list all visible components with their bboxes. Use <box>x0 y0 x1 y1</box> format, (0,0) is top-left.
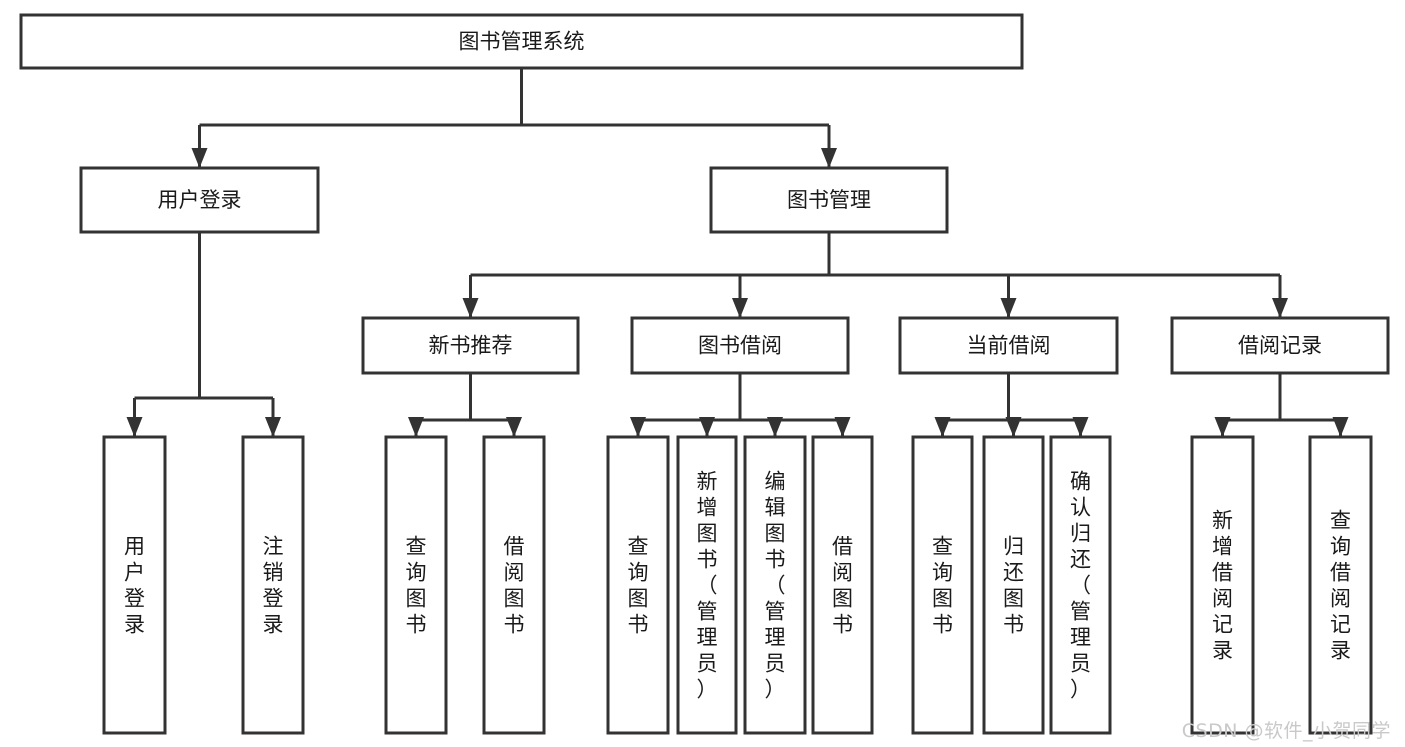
diagram-nodes: 图书管理系统用户登录图书管理新书推荐图书借阅当前借阅借阅记录用户登录注销登录查询… <box>19 13 1390 735</box>
node-leaf-add-record-label: 新增借阅记录 <box>1212 508 1233 662</box>
node-leaf-query-book-3-label: 查询图书 <box>932 534 953 636</box>
node-new-book-rec[interactable]: 新书推荐 <box>361 316 580 375</box>
node-borrow-record[interactable]: 借阅记录 <box>1170 316 1390 375</box>
connector-edges <box>126 68 1349 437</box>
node-leaf-add-book-box[interactable] <box>676 435 738 735</box>
arrow-head-icon <box>1005 417 1022 437</box>
node-leaf-user-login[interactable]: 用户登录 <box>102 435 167 735</box>
arrow-head-icon <box>834 417 851 437</box>
node-new-book-rec-box[interactable] <box>361 316 580 375</box>
arrow-head-icon <box>630 417 646 437</box>
node-leaf-borrow-book-1-label: 借阅图书 <box>504 534 525 636</box>
node-leaf-query-book-1-box[interactable] <box>384 435 448 735</box>
node-leaf-user-login-box[interactable] <box>102 435 167 735</box>
node-leaf-borrow-book-1-box[interactable] <box>482 435 546 735</box>
node-new-book-rec-label: 新书推荐 <box>429 334 513 358</box>
node-leaf-confirm-return[interactable]: 确认归还（管理员） <box>1049 435 1112 735</box>
node-leaf-query-book-3[interactable]: 查询图书 <box>911 435 974 735</box>
node-book-manage-label: 图书管理 <box>787 188 871 212</box>
node-leaf-logout-label: 注销登录 <box>263 534 284 636</box>
arrow-head-icon <box>506 417 522 437</box>
node-leaf-borrow-book-2[interactable]: 借阅图书 <box>811 435 874 735</box>
arrow-head-icon <box>191 148 208 168</box>
node-user-login-label: 用户登录 <box>158 188 242 212</box>
node-leaf-add-record[interactable]: 新增借阅记录 <box>1190 435 1255 735</box>
arrow-head-icon <box>126 417 143 437</box>
node-current-borrow-box[interactable] <box>898 316 1119 375</box>
node-leaf-confirm-return-box[interactable] <box>1049 435 1112 735</box>
node-book-manage-box[interactable] <box>709 166 949 234</box>
node-leaf-borrow-book-1[interactable]: 借阅图书 <box>482 435 546 735</box>
node-leaf-add-record-box[interactable] <box>1190 435 1255 735</box>
node-leaf-query-record[interactable]: 查询借阅记录 <box>1308 435 1373 735</box>
node-current-borrow[interactable]: 当前借阅 <box>898 316 1119 375</box>
node-leaf-return-book[interactable]: 归还图书 <box>982 435 1045 735</box>
node-leaf-query-book-2-label: 查询图书 <box>628 534 649 636</box>
node-book-borrow[interactable]: 图书借阅 <box>630 316 850 375</box>
arrow-head-icon <box>462 298 479 318</box>
node-leaf-edit-book[interactable]: 编辑图书（管理员） <box>743 435 807 735</box>
node-leaf-query-book-1-label: 查询图书 <box>406 534 427 636</box>
node-leaf-query-book-3-box[interactable] <box>911 435 974 735</box>
arrow-head-icon <box>1272 298 1288 318</box>
node-root[interactable]: 图书管理系统 <box>19 13 1024 70</box>
node-leaf-query-record-box[interactable] <box>1308 435 1373 735</box>
arrow-head-icon <box>767 417 783 437</box>
arrow-head-icon <box>408 417 424 437</box>
arrow-head-icon <box>1214 417 1231 437</box>
node-leaf-borrow-book-2-box[interactable] <box>811 435 874 735</box>
node-leaf-query-book-2-box[interactable] <box>606 435 670 735</box>
node-borrow-record-label: 借阅记录 <box>1238 334 1322 358</box>
node-book-borrow-box[interactable] <box>630 316 850 375</box>
node-leaf-logout-box[interactable] <box>241 435 305 735</box>
node-leaf-add-book-label: 新增图书（管理员） <box>697 469 718 701</box>
node-user-login[interactable]: 用户登录 <box>79 166 320 234</box>
arrow-head-icon <box>821 148 837 168</box>
node-root-label: 图书管理系统 <box>459 30 585 54</box>
watermark-text: CSDN @软件_小贺同学 <box>1181 720 1391 742</box>
node-user-login-box[interactable] <box>79 166 320 234</box>
node-book-manage[interactable]: 图书管理 <box>709 166 949 234</box>
node-leaf-user-login-label: 用户登录 <box>124 534 145 636</box>
node-root-box[interactable] <box>19 13 1024 70</box>
arrow-head-icon <box>699 417 715 437</box>
node-leaf-borrow-book-2-label: 借阅图书 <box>832 534 853 636</box>
arrow-head-icon <box>934 417 951 437</box>
node-leaf-logout[interactable]: 注销登录 <box>241 435 305 735</box>
node-leaf-query-book-1[interactable]: 查询图书 <box>384 435 448 735</box>
node-leaf-edit-book-box[interactable] <box>743 435 807 735</box>
node-leaf-return-book-box[interactable] <box>982 435 1045 735</box>
arrow-head-icon <box>732 298 748 318</box>
node-leaf-confirm-return-label: 确认归还（管理员） <box>1070 469 1091 701</box>
node-leaf-add-book[interactable]: 新增图书（管理员） <box>676 435 738 735</box>
node-borrow-record-box[interactable] <box>1170 316 1390 375</box>
arrow-head-icon <box>1072 417 1089 437</box>
node-current-borrow-label: 当前借阅 <box>967 334 1051 358</box>
node-leaf-edit-book-label: 编辑图书（管理员） <box>765 469 786 701</box>
arrow-head-icon <box>1000 298 1017 318</box>
node-leaf-query-record-label: 查询借阅记录 <box>1330 508 1351 662</box>
node-leaf-return-book-label: 归还图书 <box>1003 534 1024 636</box>
node-book-borrow-label: 图书借阅 <box>698 334 782 358</box>
arrow-head-icon <box>1332 417 1349 437</box>
node-leaf-query-book-2[interactable]: 查询图书 <box>606 435 670 735</box>
arrow-head-icon <box>265 417 281 437</box>
